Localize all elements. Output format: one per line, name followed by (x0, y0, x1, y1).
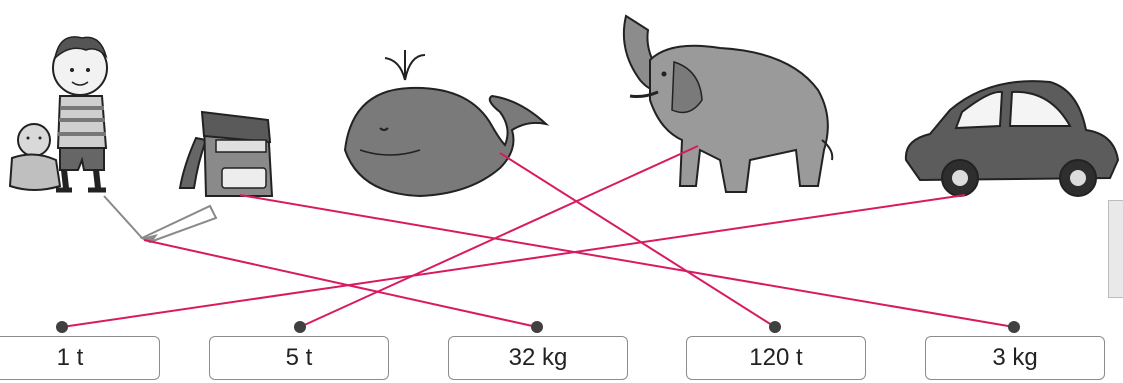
connector-dot-5t[interactable] (294, 321, 306, 333)
connector-dot-120t[interactable] (769, 321, 781, 333)
whale-illustration (343, 50, 550, 198)
elephant-illustration (622, 14, 834, 193)
match-line-school-bag (239, 194, 1015, 328)
connector-dot-32kg[interactable] (531, 321, 543, 333)
connector-dot-1t[interactable] (56, 321, 68, 333)
match-line-boy-with-baby (143, 239, 538, 328)
side-tab[interactable] (1108, 200, 1123, 298)
match-lines (61, 145, 1015, 328)
answer-32kg[interactable]: 32 kg (448, 336, 628, 380)
answer-label: 3 kg (992, 344, 1038, 371)
answer-1t[interactable]: 1 t (0, 336, 160, 380)
match-line-elephant (299, 145, 699, 328)
answer-label: 5 t (285, 344, 313, 371)
answer-label: 32 kg (508, 344, 568, 371)
connector-dot-3kg[interactable] (1008, 321, 1020, 333)
car-illustration (904, 80, 1120, 197)
answer-label: 120 t (749, 344, 803, 371)
answer-120t[interactable]: 120 t (686, 336, 866, 380)
school-bag-illustration (178, 110, 274, 197)
match-line-whale (499, 152, 776, 328)
answer-dots (56, 321, 1020, 333)
answer-3kg[interactable]: 3 kg (925, 336, 1105, 380)
pencil-icon (103, 195, 218, 244)
answer-5t[interactable]: 5 t (209, 336, 389, 380)
answer-label: 1 t (56, 344, 84, 371)
boy-with-baby-illustration (8, 36, 108, 193)
match-line-car (61, 194, 966, 328)
